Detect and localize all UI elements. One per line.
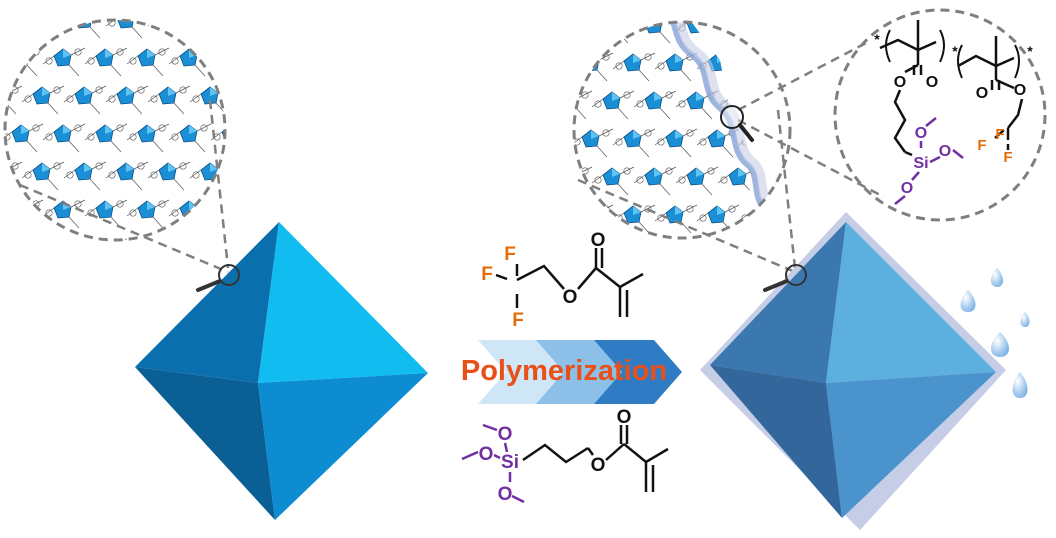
left-zoom-circle — [3, 18, 227, 242]
atom-O: O — [498, 424, 513, 445]
polymerization-label: Polymerization — [461, 355, 667, 387]
atom-O: O — [894, 74, 906, 91]
right-coated-octahedron-crystal — [700, 212, 1006, 530]
atom-O: O — [1014, 82, 1026, 99]
atom-F: F — [512, 310, 524, 331]
polymer-zoom-circle — [833, 8, 1047, 222]
polymer-zoom-line-1 — [737, 40, 869, 112]
end-star: * — [952, 43, 958, 59]
water-drop-icon — [991, 268, 1003, 287]
left-zoom-line-2 — [208, 99, 230, 269]
water-drop-icon — [1020, 312, 1030, 327]
atom-O: O — [939, 143, 951, 160]
atom-O: O — [915, 125, 927, 142]
atom-Si: Si — [501, 452, 519, 473]
atom-O: O — [479, 444, 494, 465]
atom-O: O — [591, 230, 606, 251]
atom-O: O — [901, 180, 913, 197]
atom-Si: Si — [913, 155, 928, 172]
atom-F: F — [504, 244, 516, 265]
atom-F: F — [481, 264, 493, 285]
atom-F: F — [1003, 149, 1012, 166]
right-magnifier-icon — [763, 264, 807, 292]
water-drop-icon — [1012, 372, 1028, 398]
polymer-zoom-line-2 — [737, 118, 885, 199]
copolymer-structure: * * * O O Si O O O O O — [874, 20, 1033, 205]
left-octahedron-crystal — [135, 222, 428, 520]
water-drop-icon — [991, 332, 1009, 357]
atom-O: O — [976, 85, 988, 102]
end-star: * — [874, 31, 880, 47]
left-mof-lattice — [5, 20, 225, 240]
water-drop-icon — [960, 290, 976, 312]
right-zoom-circle — [572, 20, 792, 240]
right-zoom-line-2 — [776, 109, 797, 269]
atom-O: O — [926, 74, 938, 91]
monomer-trifluoroethyl-methacrylate: F F F O O — [481, 230, 644, 331]
atom-O: O — [498, 484, 513, 505]
atom-F: F — [977, 137, 986, 154]
left-zoom-circle-outline — [3, 18, 227, 242]
left-zoom-line-1 — [19, 183, 229, 274]
right-zoom-line-1 — [577, 178, 796, 274]
end-star: * — [1027, 43, 1033, 59]
atom-O: O — [617, 407, 632, 428]
polymerization-chevron-arrow — [478, 340, 682, 404]
atom-O: O — [563, 287, 578, 308]
atom-F: F — [995, 126, 1004, 143]
water-drop-icons — [960, 268, 1030, 398]
atom-O: O — [591, 455, 606, 476]
right-inner-magnifier-icon — [720, 105, 754, 142]
right-zoom-circle-outline — [572, 20, 792, 240]
left-magnifier-icon — [196, 264, 240, 292]
monomer-trimethoxysilylpropyl-methacrylate: O O Si O O O — [461, 407, 669, 505]
right-mof-lattice — [574, 22, 790, 238]
